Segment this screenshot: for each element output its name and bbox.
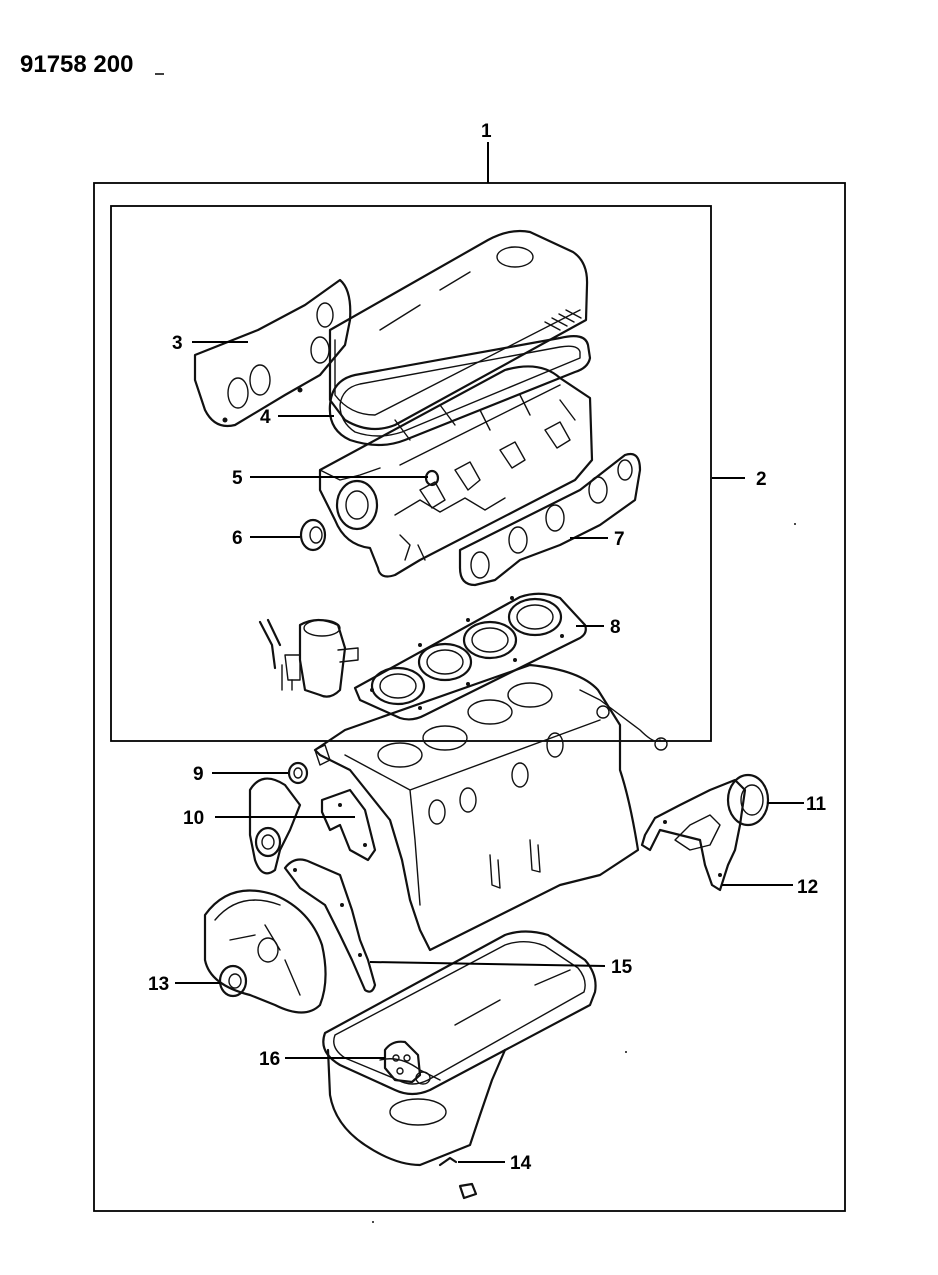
cylinder-head (318, 365, 594, 578)
intake-manifold-gasket (193, 278, 352, 428)
callout-10: 10 (183, 808, 204, 829)
callout-7: 7 (614, 529, 625, 550)
water-pump-seal (287, 761, 309, 785)
callout-11: 11 (806, 794, 827, 815)
fuel-pump-assembly (258, 618, 359, 698)
cylinder-block (313, 663, 668, 952)
oil-pump-gasket (383, 1040, 431, 1085)
callout-4: 4 (260, 407, 271, 428)
upper-kit-frame (110, 205, 712, 742)
valve-cover (328, 229, 589, 431)
drain-plug-gasket (438, 1156, 458, 1167)
oil-pan-gasket (322, 930, 597, 1096)
front-case-gasket (320, 788, 377, 862)
document-number: 91758 200 (20, 51, 133, 78)
timing-belt-cover (203, 889, 327, 1014)
callout-14: 14 (510, 1153, 532, 1174)
callout-16: 16 (259, 1049, 280, 1070)
oil-drain-plug (458, 1182, 478, 1200)
rear-seal-case-gasket (640, 778, 747, 892)
callout-9: 9 (193, 764, 204, 785)
rear-oil-seal (726, 773, 770, 827)
valve-cover-gasket (328, 335, 592, 447)
exhaust-manifold-gasket (458, 452, 642, 587)
cylinder-head-gasket (353, 592, 587, 721)
callout-3: 3 (172, 333, 183, 354)
callout-5: 5 (232, 468, 243, 489)
timing-cover-gasket (283, 858, 377, 993)
callout-13: 13 (148, 974, 169, 995)
crankshaft-front-seal (218, 964, 248, 998)
kit-outer-frame (93, 182, 846, 1212)
callout-6: 6 (232, 528, 243, 549)
camshaft-oil-seal (299, 518, 327, 552)
callout-8: 8 (610, 617, 621, 638)
water-pump (248, 777, 302, 875)
callout-12: 12 (797, 877, 818, 898)
callout-2: 2 (756, 469, 767, 490)
callout-1: 1 (481, 121, 492, 142)
callout-15: 15 (611, 957, 633, 978)
